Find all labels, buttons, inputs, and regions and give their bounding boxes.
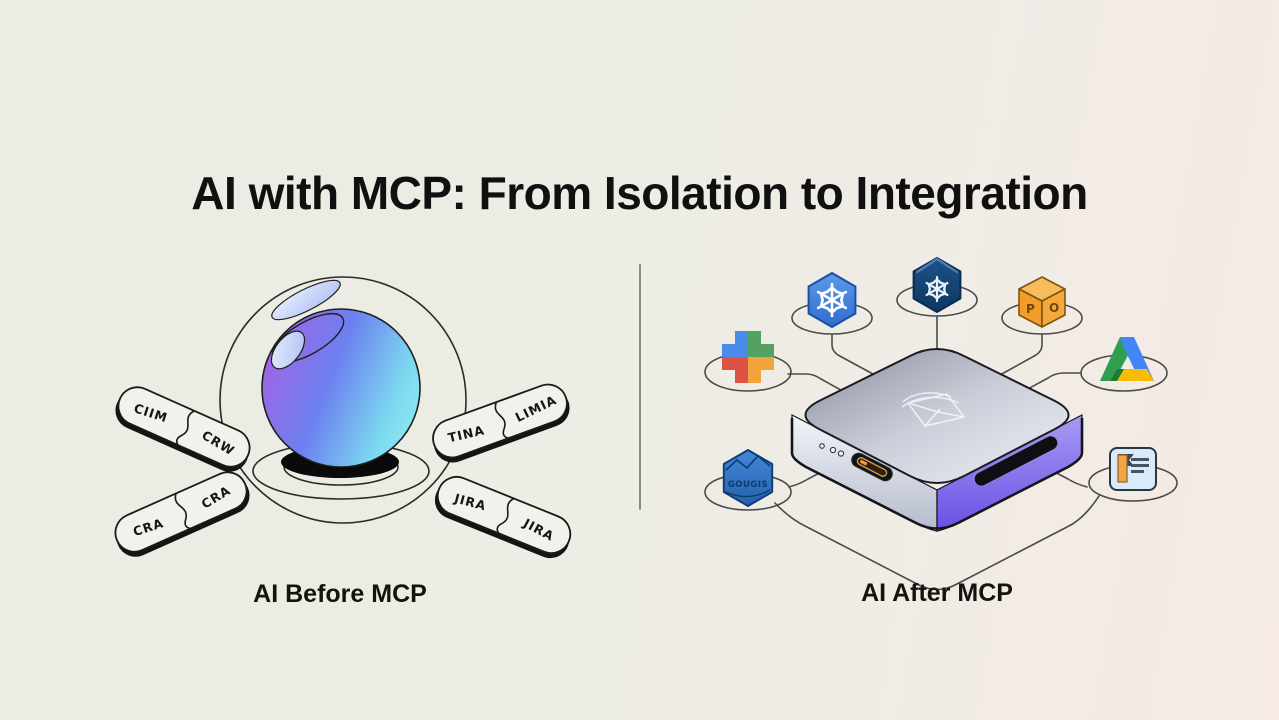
pill-lower-right: JIRA JIRA [434, 475, 572, 559]
wire-floor-loop [774, 495, 1100, 591]
wire-database-box [788, 457, 849, 488]
box-label: GOUGIS [728, 480, 768, 490]
snowflake-icon [807, 272, 857, 328]
hub-vent-slot [973, 435, 1059, 487]
wire-plus-grid [787, 373, 867, 405]
wire-drive [1005, 372, 1082, 402]
before-illustration: CIIM CRW CRA CRA TINA LIMIA [114, 276, 572, 559]
pill-lower-left: CRA CRA [114, 471, 250, 557]
ai-sphere [261, 308, 421, 468]
wire-document [1027, 457, 1088, 488]
after-illustration: P O GOUGIS [704, 257, 1178, 591]
envelope-icon [901, 392, 966, 427]
hub-ports-left [819, 443, 893, 482]
page-title: AI with MCP: From Isolation to Integrati… [191, 167, 1088, 219]
hub-top-face [804, 348, 1070, 484]
caption-before: AI Before MCP [253, 580, 427, 608]
google-drive-icon [1100, 337, 1154, 381]
wire-snowflake [831, 333, 885, 381]
navy-hexagon-icon [912, 257, 962, 313]
dome-highlight [271, 279, 341, 321]
sphere-highlight [270, 312, 345, 370]
cube-letter-left: P [1026, 302, 1035, 316]
mcp-hub-device [790, 348, 1084, 532]
connector-wires [774, 315, 1100, 591]
glass-dome-circle [219, 276, 467, 524]
pill-upper-left: CIIM CRW [115, 386, 251, 472]
cube-letter-right: O [1049, 301, 1059, 315]
caption-after: AI After MCP [861, 579, 1013, 607]
hub-bottom-outline [790, 418, 1084, 530]
document-icon [1109, 447, 1157, 491]
usb-c-port [851, 452, 893, 482]
pill-upper-right: TINA LIMIA [432, 383, 570, 463]
section-divider [639, 264, 641, 510]
database-box-icon: GOUGIS [722, 449, 774, 507]
package-cube-icon: P O [1018, 276, 1066, 328]
wire-cube [990, 333, 1043, 381]
plus-grid-icon [722, 331, 774, 383]
